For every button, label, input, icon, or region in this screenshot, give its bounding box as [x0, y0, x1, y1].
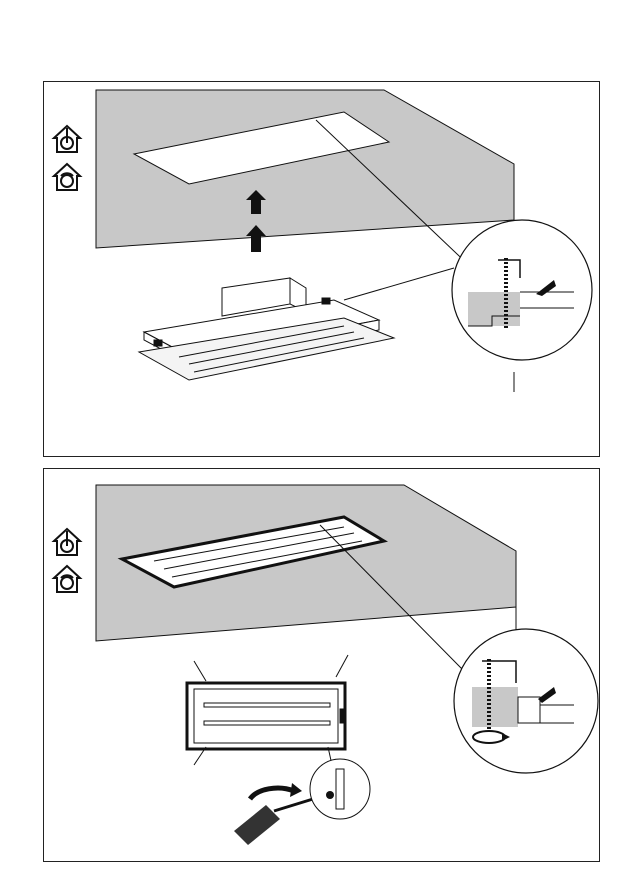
ceiling-surface: [96, 90, 514, 248]
ceiling-hood-unit: [139, 278, 394, 380]
step-2-panel: [43, 468, 600, 862]
hood-front-view: [187, 683, 345, 749]
clamp-screw-detail: [452, 220, 592, 360]
recirculation-mode-icon: [54, 164, 80, 190]
extraction-mode-icon: [54, 126, 80, 152]
step-1-illustration: [44, 82, 600, 457]
step-2-illustration: [44, 469, 600, 862]
clamp-screw-rotation-detail: [454, 629, 598, 773]
step-1-panel: [43, 81, 600, 457]
extraction-mode-icon: [54, 529, 80, 555]
screw-closeup: [310, 759, 370, 819]
recirculation-mode-icon: [54, 566, 80, 592]
